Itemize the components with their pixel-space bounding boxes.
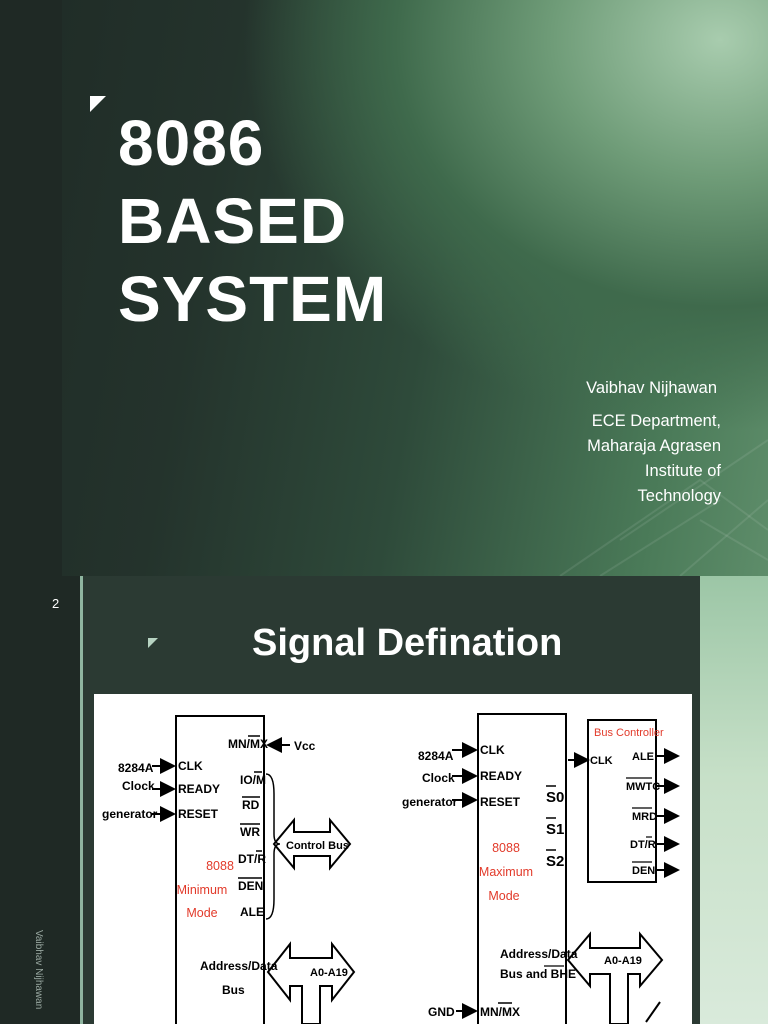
min-clockgen-label: 8284A	[118, 761, 154, 775]
max-pin-clk: CLK	[480, 743, 505, 757]
min-clockgen-label: Clock	[122, 779, 155, 793]
min-mode-label: Minimum	[177, 883, 228, 897]
min-pin-wr: WR	[240, 825, 260, 839]
min-mode-label: 8088	[206, 859, 234, 873]
decorative-lines	[559, 439, 768, 576]
max-clockgen-label: generator	[402, 795, 458, 809]
max-mode-label: 8088	[492, 841, 520, 855]
title-slide: 8086 BASED SYSTEM Vaibhav Nijhawan ECE D…	[0, 0, 768, 576]
min-clockgen-label: generator	[102, 807, 158, 821]
min-addr-arrow	[266, 941, 356, 1024]
min-pin-rd: RD	[242, 798, 260, 812]
min-brace	[265, 773, 281, 920]
bus-controller-box	[587, 719, 657, 883]
control-bus-arrow	[272, 817, 352, 871]
slide-title: Signal Defination	[252, 622, 563, 664]
content-slide: 2 Signal Defination 8284A Clock generato…	[0, 576, 768, 1024]
vcc-label: Vcc	[294, 739, 316, 753]
max-pin-ready: READY	[480, 769, 522, 783]
min-addr-label: Bus	[222, 983, 245, 997]
title-line: BASED	[118, 185, 348, 257]
accent-line	[80, 576, 83, 1024]
slide-title: 8086 BASED SYSTEM	[118, 104, 538, 338]
affiliation-line: Technology	[637, 487, 721, 505]
min-pin-mnmx: MN/MX	[228, 737, 268, 751]
bc-pin-den: DEN	[632, 865, 655, 877]
max-clockgen-label: 8284A	[418, 749, 454, 763]
signal-diagram-svg: 8284A Clock generator CLK READY RESET MN…	[102, 713, 680, 1024]
min-pin-clk: CLK	[178, 759, 203, 773]
affiliation-line: Maharaja Agrasen	[587, 437, 721, 455]
max-addr-label: Bus and BHE	[500, 967, 576, 981]
affiliation-line: Institute of	[644, 462, 721, 480]
max-addr-lines: A0-A19	[604, 955, 642, 967]
author-name: Vaibhav Nijhawan	[586, 379, 717, 397]
min-addr-lines: A0-A19	[310, 967, 348, 979]
title-line: 8086	[118, 107, 265, 179]
bc-pin-dtr: DT/R	[630, 839, 656, 851]
bc-pin-mrd: MRD	[632, 811, 657, 823]
max-pin-s0: S0	[546, 789, 564, 806]
min-pin-ale: ALE	[240, 905, 264, 919]
max-mode-label: Maximum	[479, 865, 533, 879]
title-line: SYSTEM	[118, 263, 388, 335]
max-addr-label: Address/Data	[500, 947, 578, 961]
bc-pin-ale: ALE	[632, 751, 654, 763]
max-pin-mnmx: MN/MX	[480, 1005, 520, 1019]
min-pin-den: DEN	[238, 879, 263, 893]
min-mode-label: Mode	[186, 906, 217, 920]
max-mode-label: Mode	[488, 889, 519, 903]
signal-diagram: 8284A Clock generator CLK READY RESET MN…	[94, 694, 692, 1024]
min-addr-label: Address/Data	[200, 959, 278, 973]
max-pin-s1: S1	[546, 821, 564, 838]
bc-pin-clk: CLK	[590, 755, 613, 767]
min-pin-reset: RESET	[178, 807, 219, 821]
bullet-triangle-icon	[148, 638, 158, 648]
slide-number: 2	[52, 596, 60, 611]
left-band	[0, 0, 62, 576]
max-pin-reset: RESET	[480, 795, 521, 809]
max-clockgen-label: Clock	[422, 771, 455, 785]
min-pin-ready: READY	[178, 782, 220, 796]
gnd-label: GND	[428, 1005, 455, 1019]
max-pin-s2: S2	[546, 853, 564, 870]
right-gradient-strip	[700, 576, 768, 1024]
bc-pin-mwtc: MWTC	[626, 781, 660, 793]
max-chip-box	[477, 713, 567, 1024]
max-addr-arrow	[566, 931, 664, 1024]
author-block: Vaibhav Nijhawan ECE Department, Maharaj…	[461, 376, 721, 509]
min-pin-iom: IO/M	[240, 773, 266, 787]
min-chip-box	[175, 715, 265, 1024]
control-bus-label: Control Bus	[286, 840, 349, 852]
min-pin-dtr: DT/R	[238, 852, 266, 866]
bullet-triangle-icon	[90, 96, 106, 112]
vertical-footer: Vaibhav Nijhawan	[33, 930, 44, 1010]
bus-controller-label: Bus Controller	[594, 727, 664, 739]
affiliation-line: ECE Department,	[591, 412, 721, 430]
